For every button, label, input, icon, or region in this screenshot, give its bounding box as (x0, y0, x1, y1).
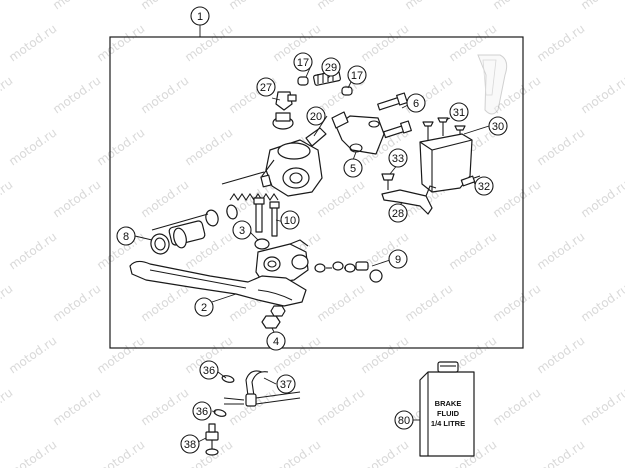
callout: 9 (388, 249, 408, 269)
hose-ties (213, 375, 235, 417)
svg-text:36: 36 (203, 365, 215, 377)
callout: 8 (116, 226, 136, 246)
bottle-label-line-3: 1/4 LITRE (431, 419, 465, 428)
svg-text:1: 1 (197, 11, 203, 23)
callout: 2 (194, 297, 214, 317)
lever-nuts (261, 305, 286, 329)
svg-text:31: 31 (453, 107, 465, 119)
callout: 36 (192, 401, 212, 421)
clamp-bolts (377, 92, 412, 139)
svg-text:5: 5 (350, 163, 356, 175)
callout: 3 (232, 220, 252, 240)
lever-adjuster (255, 239, 383, 285)
banjo-fitting (275, 91, 297, 111)
svg-text:8: 8 (123, 231, 129, 243)
brake-switch (305, 127, 327, 147)
reservoir-bolt (460, 175, 481, 187)
brake-fluid-bottle: BRAKE FLUID 1/4 LITRE (419, 361, 475, 457)
svg-text:9: 9 (395, 254, 401, 266)
svg-text:37: 37 (280, 379, 292, 391)
callout: 17 (293, 52, 313, 72)
svg-text:38: 38 (184, 439, 196, 451)
callout: 17 (347, 65, 367, 85)
callout: 20 (306, 106, 326, 126)
brake-lever (129, 260, 307, 307)
bottle-label-line-2: FLUID (437, 409, 460, 418)
pivot-bolts (253, 197, 280, 250)
svg-text:10: 10 (284, 215, 296, 227)
brake-hose (223, 370, 301, 407)
lower-leaders (197, 371, 420, 443)
callout: 27 (256, 77, 276, 97)
svg-text:80: 80 (398, 415, 410, 427)
bottle-label-line-1: BRAKE (435, 399, 462, 408)
callout: 10 (280, 210, 300, 230)
svg-text:36: 36 (196, 406, 208, 418)
callout: 80 (394, 410, 414, 430)
svg-text:29: 29 (325, 62, 337, 74)
callout: 6 (406, 93, 426, 113)
callout: 28 (388, 203, 408, 223)
callout: 30 (488, 116, 508, 136)
handlebar-ghost (477, 54, 508, 115)
callout: 29 (321, 57, 341, 77)
callout: 37 (276, 374, 296, 394)
master-cylinder-body (261, 112, 323, 197)
svg-text:32: 32 (478, 181, 490, 193)
callout: 38 (180, 434, 200, 454)
svg-text:17: 17 (351, 70, 363, 82)
hose-bolt (205, 423, 219, 456)
svg-text:6: 6 (413, 98, 419, 110)
svg-text:28: 28 (392, 208, 404, 220)
callout: 5 (343, 158, 363, 178)
svg-text:33: 33 (392, 153, 404, 165)
svg-text:27: 27 (260, 82, 272, 94)
callout: 32 (474, 176, 494, 196)
svg-text:17: 17 (297, 57, 309, 69)
piston-kit (150, 204, 238, 255)
svg-text:20: 20 (310, 111, 322, 123)
reservoir-bracket (381, 189, 433, 215)
callout: 31 (449, 102, 469, 122)
bracket-screw (381, 173, 395, 190)
svg-text:3: 3 (239, 225, 245, 237)
svg-text:4: 4 (273, 336, 279, 348)
callout: 36 (199, 360, 219, 380)
callout: 1 (190, 6, 210, 26)
callout: 33 (388, 148, 408, 168)
callout: 4 (266, 331, 286, 351)
assembly-frame (109, 36, 524, 349)
handlebar-clamp (331, 111, 385, 155)
reservoir-screws (422, 117, 466, 144)
svg-text:2: 2 (201, 302, 207, 314)
svg-text:30: 30 (492, 121, 504, 133)
